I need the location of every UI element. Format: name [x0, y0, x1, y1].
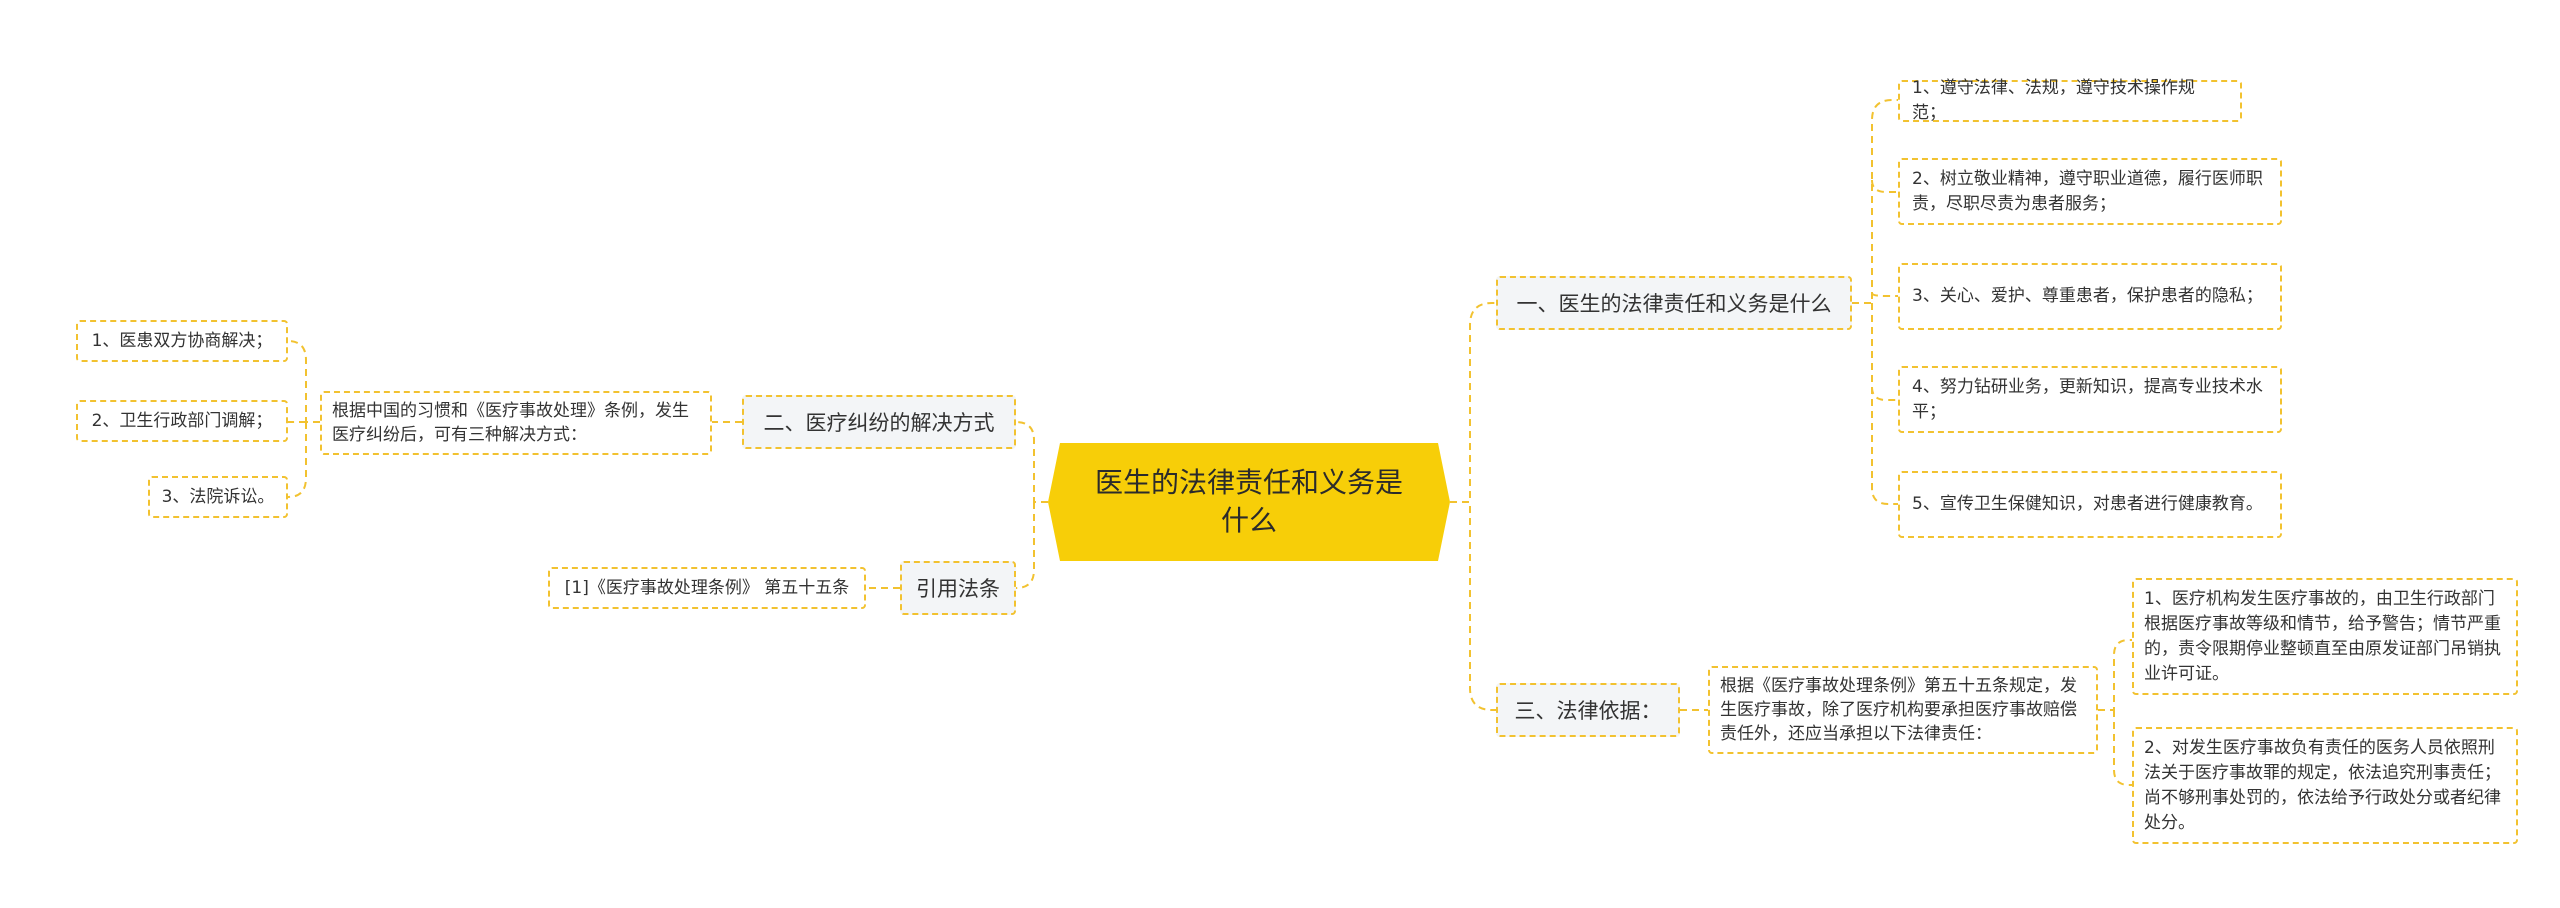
connector-branch1-item3: [1871, 292, 1898, 297]
root-node-text: 医生的法律责任和义务是什么: [1094, 466, 1403, 537]
dispute-item-1-text: 1、医患双方协商解决；: [91, 330, 273, 351]
duty-item-1[interactable]: 1、遵守法律、法规，遵守技术操作规范；: [1898, 78, 2242, 123]
duty-item-3-text: 3、关心、爱护、尊重患者，保护患者的隐私；: [1912, 286, 2263, 306]
branch-legal-basis-label: 三、法律依据：: [1514, 699, 1662, 723]
legal-liability-item-1[interactable]: 1、医疗机构发生医疗事故的，由卫生行政部门根据医疗事故等级和情节，给予警告；情节…: [2132, 578, 2518, 695]
legal-liability-item-1-text: 1、医疗机构发生医疗事故的，由卫生行政部门根据医疗事故等级和情节，给予警告；情节…: [2144, 588, 2501, 684]
dispute-intro-text: 根据中国的习惯和《医疗事故处理》条例，发生医疗纠纷后，可有三种解决方式：: [332, 401, 689, 445]
duty-item-3[interactable]: 3、关心、爱护、尊重患者，保护患者的隐私；: [1898, 263, 2282, 330]
root-node-shape: [1048, 443, 1450, 561]
branch-dispute-resolution-label: 二、医疗纠纷的解决方式: [763, 411, 995, 435]
branch-citation-label: 引用法条: [916, 577, 1000, 601]
root-node-fill: [1048, 443, 1450, 561]
branch-citation[interactable]: 引用法条: [900, 561, 1016, 615]
dispute-item-3-text: 3、法院诉讼。: [161, 486, 275, 507]
duty-item-1-text: 1、遵守法律、法规，遵守技术操作规范；: [1912, 78, 2195, 123]
dispute-item-2-text: 2、卫生行政部门调解；: [91, 410, 273, 431]
connector-left-item3: [287, 422, 307, 498]
dispute-intro[interactable]: 根据中国的习惯和《医疗事故处理》条例，发生医疗纠纷后，可有三种解决方式：: [320, 391, 712, 455]
connector-root-branch1: [1450, 302, 1496, 503]
branch-legal-duties[interactable]: 一、医生的法律责任和义务是什么: [1496, 276, 1852, 330]
connector-branch1-item5: [1871, 387, 1898, 505]
connector-branch1-item2: [1871, 179, 1898, 193]
connector-root-citation: [1015, 502, 1035, 589]
connector-intro-item2: [2113, 710, 2132, 786]
legal-liability-item-2-text: 2、对发生医疗事故负有责任的医务人员依照刑法关于医疗事故罪的规定，依法追究刑事责…: [2144, 737, 2501, 833]
duty-item-5[interactable]: 5、宣传卫生保健知识，对患者进行健康教育。: [1898, 471, 2282, 538]
connector-branch1-items: [1852, 99, 1898, 304]
dispute-item-3[interactable]: 3、法院诉讼。: [148, 476, 288, 518]
duty-item-2-text: 2、树立敬业精神，遵守职业道德，履行医师职责，尽职尽责为患者服务；: [1912, 168, 2263, 214]
connector-root-branch3: [1450, 501, 1496, 711]
branch-dispute-resolution[interactable]: 二、医疗纠纷的解决方式: [742, 395, 1016, 449]
branch-legal-basis[interactable]: 三、法律依据：: [1496, 683, 1680, 737]
connector-left-items: [287, 340, 320, 423]
branch-legal-duties-label: 一、医生的法律责任和义务是什么: [1516, 292, 1832, 316]
duty-item-4-text: 4、努力钻研业务，更新知识，提高专业技术水平；: [1912, 376, 2263, 422]
legal-basis-intro[interactable]: 根据《医疗事故处理条例》第五十五条规定，发生医疗事故，除了医疗机构要承担医疗事故…: [1708, 666, 2098, 754]
dispute-item-2[interactable]: 2、卫生行政部门调解；: [76, 400, 288, 442]
legal-liability-item-2[interactable]: 2、对发生医疗事故负有责任的医务人员依照刑法关于医疗事故罪的规定，依法追究刑事责…: [2132, 727, 2518, 844]
root-node[interactable]: 医生的法律责任和义务是什么: [1048, 443, 1450, 561]
dispute-item-1[interactable]: 1、医患双方协商解决；: [76, 320, 288, 362]
connector-root-branch2: [1015, 421, 1048, 503]
legal-basis-intro-text: 根据《医疗事故处理条例》第五十五条规定，发生医疗事故，除了医疗机构要承担医疗事故…: [1720, 676, 2077, 744]
citation-item-text: [1]《医疗事故处理条例》 第五十五条: [564, 577, 850, 598]
citation-item[interactable]: [1]《医疗事故处理条例》 第五十五条: [548, 567, 866, 609]
duty-item-4[interactable]: 4、努力钻研业务，更新知识，提高专业技术水平；: [1898, 366, 2282, 433]
duty-item-2[interactable]: 2、树立敬业精神，遵守职业道德，履行医师职责，尽职尽责为患者服务；: [1898, 158, 2282, 225]
connector-intro-items: [2098, 639, 2132, 711]
duty-item-5-text: 5、宣传卫生保健知识，对患者进行健康教育。: [1912, 494, 2263, 514]
connector-branch1-item4: [1871, 303, 1898, 401]
